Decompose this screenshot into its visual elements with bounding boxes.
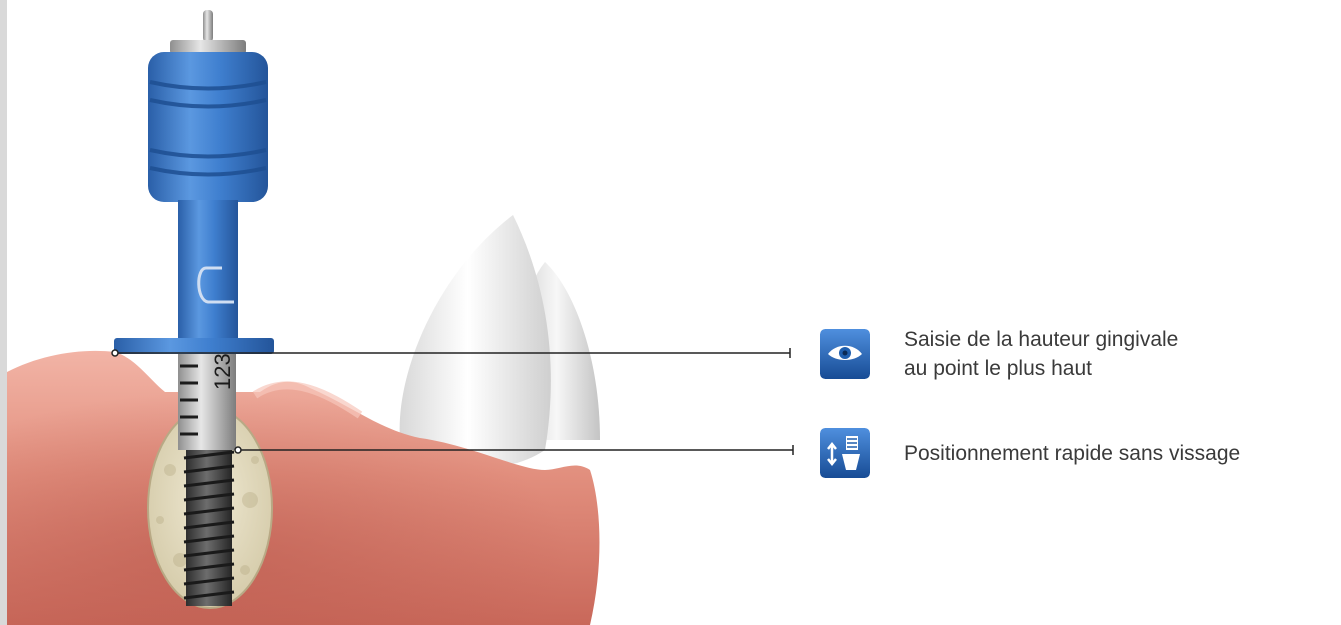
front-tooth bbox=[400, 215, 551, 468]
callout-text-2: Positionnement rapide sans vissage bbox=[904, 439, 1240, 468]
eye-icon bbox=[820, 329, 870, 379]
transfer-instrument bbox=[114, 10, 274, 354]
implant bbox=[184, 446, 234, 606]
callout-text-1: Saisie de la hauteur gingivale au point … bbox=[904, 325, 1178, 383]
positioning-icon bbox=[820, 428, 870, 478]
callout-1-line-1: Saisie de la hauteur gingivale bbox=[904, 325, 1178, 354]
callout-2-line-1: Positionnement rapide sans vissage bbox=[904, 439, 1240, 468]
callout-1-line-2: au point le plus haut bbox=[904, 354, 1178, 383]
